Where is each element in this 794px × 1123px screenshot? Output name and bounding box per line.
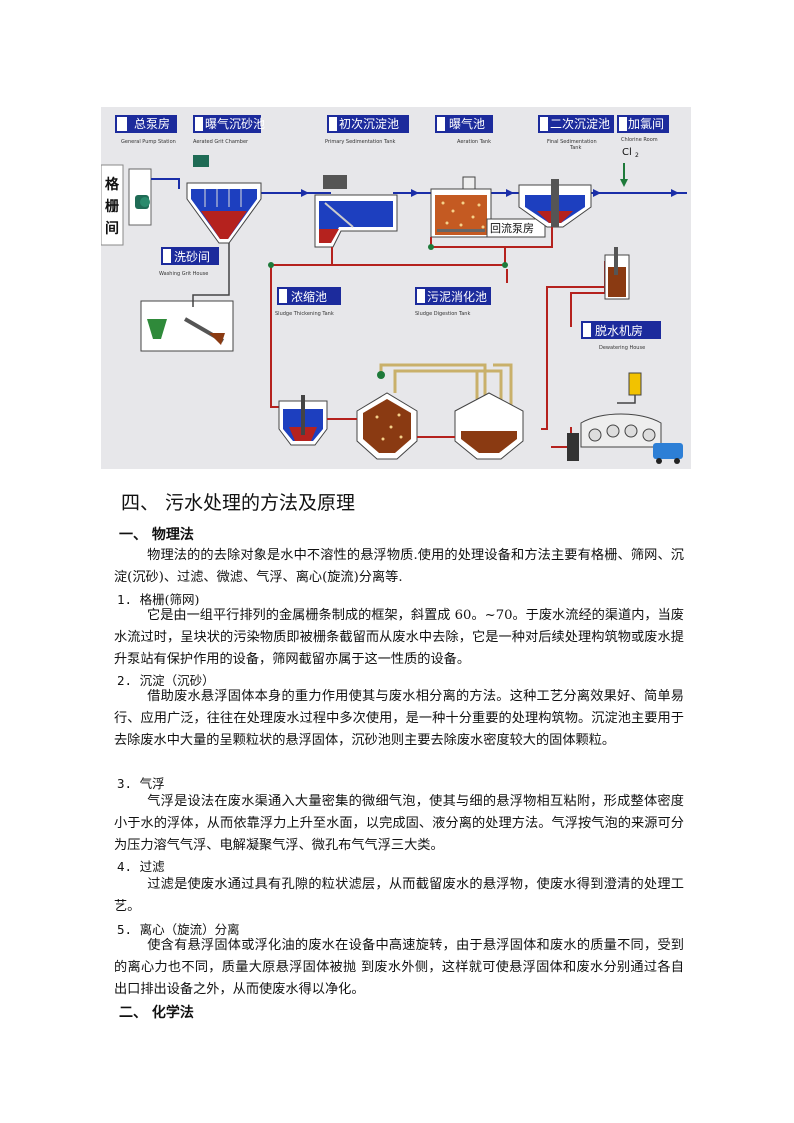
item-3-body: 气浮是设法在废水渠通入大量密集的微细气泡，使其与细的悬浮物相互粘附，形成整体密度… (114, 791, 684, 856)
return-pump-room: 回流泵房 (486, 218, 546, 238)
label-pump-station: 总泵房 General Pump Station (115, 115, 177, 145)
physical-intro-text: 物理法的的去除对象是水中不溶性的悬浮物质.使用的处理设备和方法主要有格栅、筛网、… (114, 548, 684, 585)
item-4-num: 4. (117, 859, 133, 874)
label-secondary: 二次沉淀池 (550, 117, 610, 131)
screen-room-char-3: 间 (105, 220, 119, 237)
label-chlorine-room: 加氯间 Chlorine Room Cl 2 (617, 115, 669, 159)
pump-station-graphic (128, 168, 152, 226)
item-4-heading: 4. 过滤 (117, 856, 165, 875)
primary-tank-graphic (314, 175, 398, 248)
item-1-title: 格栅(筛网) (139, 592, 200, 607)
label-primary: 初次沉淀池 (339, 117, 399, 131)
label-digestion-tank: 污泥消化池 Sludge Digestion Tank (415, 287, 491, 317)
label-grit: 曝气沉砂池 (205, 116, 265, 131)
label-secondary-tank: 二次沉淀池 Final Sedimentation Tank (538, 115, 614, 151)
label-chlorine-en: Chlorine Room (621, 137, 658, 143)
item-4-body: 过滤是使废水通过具有孔隙的粒状滤层，从而截留废水的悬浮物，使废水得到澄清的处理工… (114, 874, 684, 918)
label-dewatering-en: Dewatering House (599, 345, 645, 351)
label-digestion-en: Sludge Digestion Tank (415, 311, 470, 317)
label-aeration-tank: 曝气池 Aeration Tank (435, 115, 493, 145)
item-2-heading: 2. 沉淀（沉砂） (117, 670, 215, 689)
label-pump-en: General Pump Station (121, 139, 176, 145)
label-grit-en: Aerated Grit Chamber (193, 139, 249, 145)
label-pump: 总泵房 (134, 116, 170, 131)
item-2-title: 沉淀（沉砂） (139, 673, 215, 688)
label-grit-chamber: 曝气沉砂池 Aerated Grit Chamber (193, 115, 265, 145)
item-3-text: 气浮是设法在废水渠通入大量密集的微细气泡，使其与细的悬浮物相互粘附，形成整体密度… (114, 794, 684, 853)
chemical-heading: 二、 化学法 (119, 1005, 194, 1021)
label-thickening-en: Sludge Thickening Tank (275, 311, 334, 317)
item-1-text: 它是由一组平行排列的金属栅条制成的框架，斜置成 60。~70。于废水流经的渠道内… (114, 608, 684, 667)
label-wash: 洗砂间 (174, 250, 210, 264)
process-flow-diagram: 总泵房 General Pump Station 曝气沉砂池 Aerated G… (101, 107, 691, 469)
section-title: 四、 污水处理的方法及原理 (121, 492, 356, 514)
item-5-num: 5. (117, 922, 133, 937)
label-primary-en: Primary Sedimentation Tank (325, 139, 395, 145)
svg-text:2: 2 (635, 152, 639, 159)
label-aeration: 曝气池 (449, 116, 485, 131)
screen-room-char-1: 格 (105, 176, 120, 193)
label-dewatering: 脱水机房 (595, 323, 643, 338)
item-4-title: 过滤 (139, 859, 165, 874)
grit-chamber-graphic (186, 155, 262, 244)
secondary-tank-graphic (518, 179, 592, 228)
label-cl2: Cl (622, 147, 632, 158)
label-wash-en: Washing Grit House (159, 271, 208, 277)
item-3-num: 3. (117, 776, 133, 791)
label-dewatering-house: 脱水机房 Dewatering House (581, 321, 661, 351)
label-chlorine: 加氯间 (628, 117, 664, 131)
item-1-num: 1. (117, 592, 133, 607)
physical-intro: 物理法的的去除对象是水中不溶性的悬浮物质.使用的处理设备和方法主要有格栅、筛网、… (114, 545, 684, 589)
label-thickening-tank: 浓缩池 Sludge Thickening Tank (275, 287, 341, 317)
item-5-body: 使含有悬浮固体或浮化油的废水在设备中高速旋转，由于悬浮固体和废水的质量不同，受到… (114, 935, 684, 1000)
thickening-tank-graphic (278, 395, 328, 446)
label-primary-tank: 初次沉淀池 Primary Sedimentation Tank (325, 115, 409, 145)
aeration-tank-graphic (430, 176, 492, 238)
label-aeration-en: Aeration Tank (457, 139, 491, 145)
sludge-tower-graphic (604, 247, 630, 300)
label-secondary-en-1: Final Sedimentation (547, 139, 597, 145)
digestion-tank-2 (454, 392, 524, 460)
item-5-heading: 5. 离心（旋流）分离 (117, 919, 240, 938)
item-4-text: 过滤是使废水通过具有孔隙的粒状滤层，从而截留废水的悬浮物，使废水得到澄清的处理工… (114, 877, 684, 914)
item-2-text: 借助废水悬浮固体本身的重力作用使其与废水相分离的方法。这种工艺分离效果好、简单易… (114, 689, 684, 748)
item-2-body: 借助废水悬浮固体本身的重力作用使其与废水相分离的方法。这种工艺分离效果好、简单易… (114, 686, 684, 751)
label-digestion: 污泥消化池 (427, 290, 487, 304)
screen-room-char-2: 栅 (105, 199, 119, 215)
label-thickening: 浓缩池 (291, 289, 327, 304)
item-5-title: 离心（旋流）分离 (139, 922, 240, 937)
item-3-title: 气浮 (139, 776, 165, 791)
label-secondary-en-2: Tank (569, 145, 581, 151)
item-1-heading: 1. 格栅(筛网) (117, 589, 199, 608)
physical-heading: 一、 物理法 (119, 527, 194, 543)
item-3-heading: 3. 气浮 (117, 773, 165, 792)
screen-room: 格 栅 间 (101, 164, 124, 246)
label-return-pump: 回流泵房 (490, 221, 534, 235)
digestion-tank-1 (356, 392, 418, 460)
dewatering-equipment (567, 372, 683, 464)
item-5-text: 使含有悬浮固体或浮化油的废水在设备中高速旋转，由于悬浮固体和废水的质量不同，受到… (114, 938, 684, 997)
wash-grit-house: 洗砂间 Washing Grit House (140, 247, 234, 352)
item-2-num: 2. (117, 673, 133, 688)
item-1-body: 它是由一组平行排列的金属栅条制成的框架，斜置成 60。~70。于废水流经的渠道内… (114, 605, 684, 670)
